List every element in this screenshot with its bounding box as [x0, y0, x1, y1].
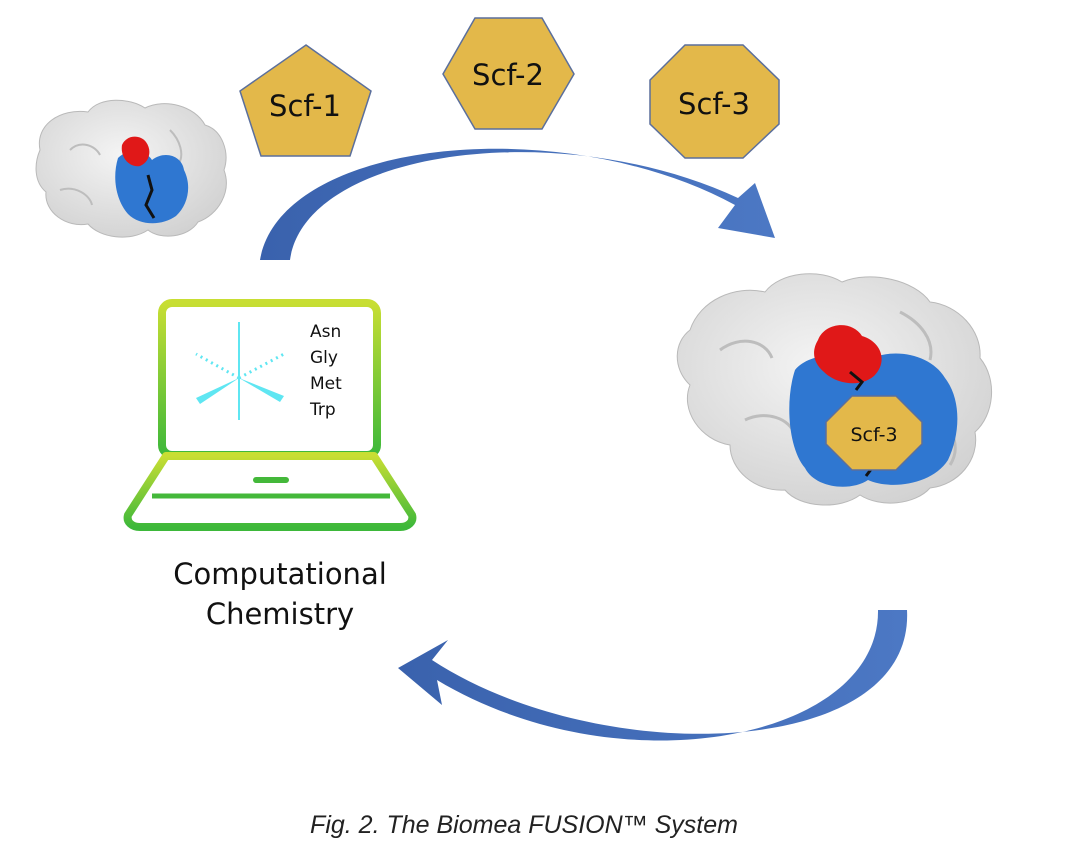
bound-scaffold-label: Scf-3	[850, 424, 897, 446]
amino-acid-met: Met	[310, 374, 342, 394]
top-arc-arrow	[260, 148, 775, 260]
molecule-lines-icon	[195, 322, 285, 420]
computational-label-line2: Chemistry	[206, 597, 354, 631]
laptop-screen	[158, 299, 381, 459]
laptop-trackpad	[253, 477, 289, 483]
protein-surface-icon	[35, 99, 227, 238]
scaffold-scf-3: Scf-3	[649, 44, 780, 159]
bottom-arc-arrow	[398, 610, 908, 741]
computational-label-line1: Computational	[173, 557, 387, 591]
figure-caption: Fig. 2. The Biomea FUSION™ System	[310, 811, 738, 839]
pocket-red	[121, 136, 150, 167]
scaffold-label: Scf-3	[678, 87, 750, 121]
bound-scaffold-octagon	[825, 395, 923, 471]
hexagon-shape	[442, 17, 575, 130]
amino-acid-gly: Gly	[310, 348, 338, 368]
amino-acid-asn: Asn	[310, 322, 341, 342]
scaffold-label: Scf-2	[472, 58, 544, 92]
scaffold-scf-1: Scf-1	[239, 44, 372, 157]
scaffold-label: Scf-1	[269, 89, 341, 123]
octagon-shape	[649, 44, 780, 159]
amino-acid-trp: Trp	[309, 400, 336, 420]
pentagon-shape	[239, 44, 372, 157]
pocket-red	[814, 325, 882, 384]
laptop-icon: Asn Gly Met Trp	[123, 299, 417, 531]
scaffold-scf-2: Scf-2	[442, 17, 575, 130]
laptop-base	[123, 452, 417, 531]
protein-surface-bound: Scf-3	[676, 273, 992, 506]
